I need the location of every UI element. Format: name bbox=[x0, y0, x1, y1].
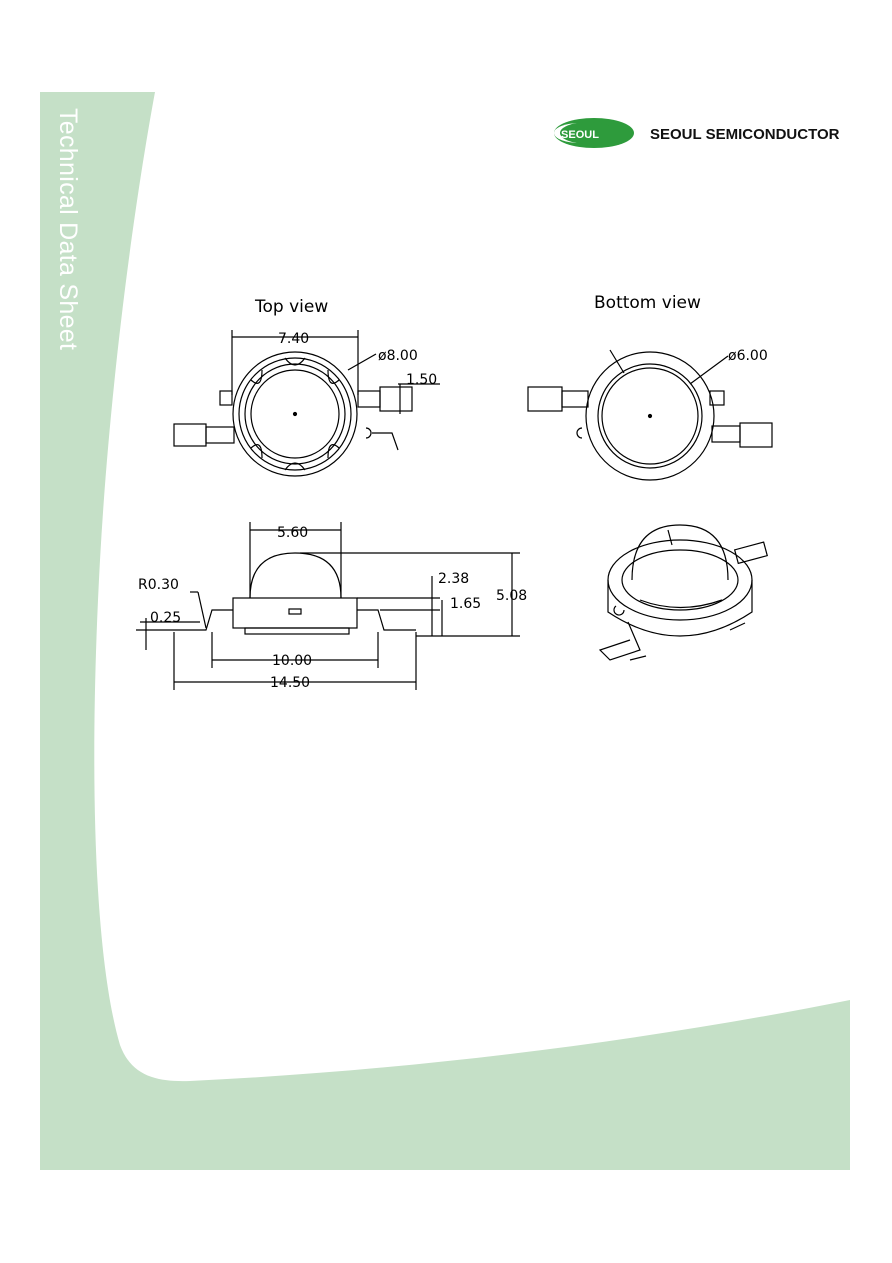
dim-total-length: 14.50 bbox=[270, 675, 310, 691]
dim-outer-diameter: ø8.00 bbox=[378, 348, 418, 364]
logo-badge-text: SEOUL bbox=[561, 129, 599, 141]
dim-total-height: 5.08 bbox=[496, 588, 527, 604]
sidebar-title-text: Technical Data Sheet bbox=[54, 108, 82, 351]
dim-lead-thickness: 0.25 bbox=[150, 610, 181, 626]
dim-lead-width: 1.50 bbox=[406, 372, 437, 388]
dim-radius: R0.30 bbox=[138, 577, 179, 593]
dim-lens-width: 5.60 bbox=[277, 525, 308, 541]
dim-height-a: 2.38 bbox=[438, 571, 469, 587]
brand-name: SEOUL SEMICONDUCTOR bbox=[650, 126, 840, 143]
sidebar-title: Technical Data Sheet bbox=[52, 108, 84, 378]
dim-body-width: 10.00 bbox=[272, 653, 312, 669]
bottom-view-drawing: Bottom view bbox=[527, 293, 773, 481]
side-view-drawing bbox=[136, 522, 520, 690]
dim-inner-diameter: ø6.00 bbox=[728, 348, 768, 364]
top-view-title: Top view bbox=[254, 297, 328, 317]
isometric-view-drawing bbox=[598, 524, 769, 661]
dim-top-width: 7.40 bbox=[278, 331, 309, 347]
seoul-logo: SEOUL SEOUL SEMICONDUCTOR bbox=[554, 118, 840, 148]
background-band bbox=[40, 92, 850, 1170]
bottom-view-title: Bottom view bbox=[594, 293, 701, 313]
top-view-drawing: Top view bbox=[173, 297, 440, 477]
dim-height-b: 1.65 bbox=[450, 596, 481, 612]
